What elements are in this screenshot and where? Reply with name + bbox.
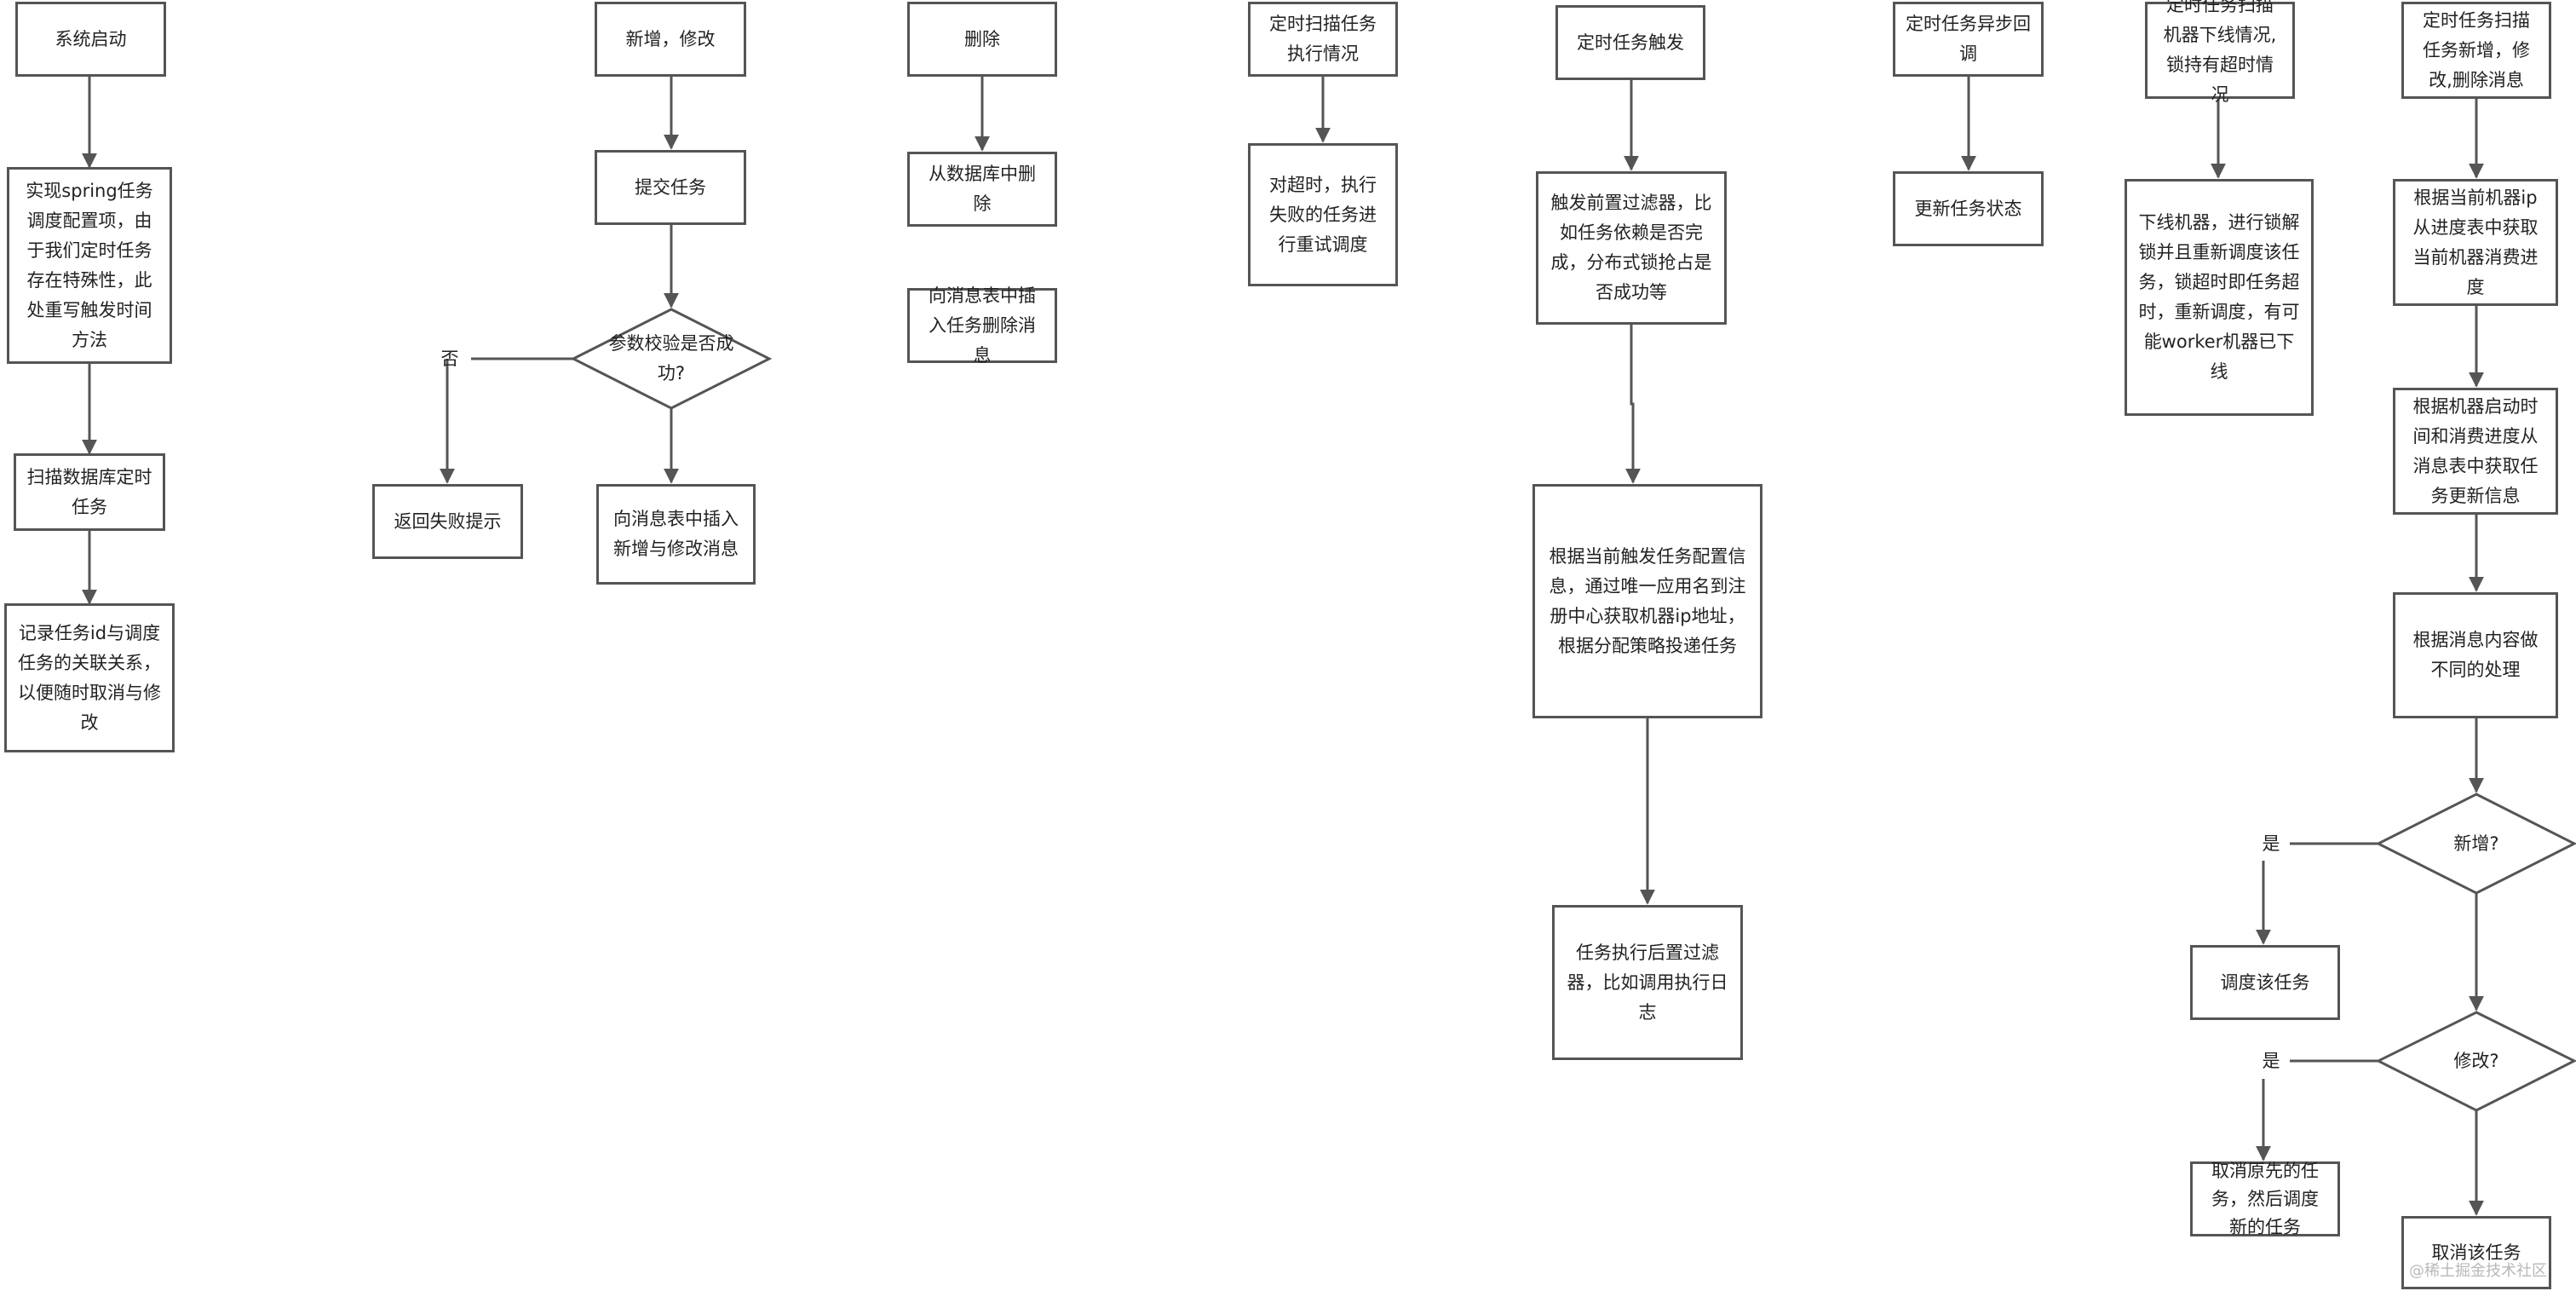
node-insert-add-modify-message: 向消息表中插入新增与修改消息: [596, 484, 756, 585]
node-return-failure: 返回失败提示: [372, 484, 523, 559]
node-label: 根据当前机器ip从进度表中获取当前机器消费进度: [2412, 187, 2539, 297]
branch-label-no: 否: [440, 349, 459, 369]
node-label: 触发前置过滤器，比如任务依赖是否完成，分布式锁抢占是否成功等: [1550, 193, 1712, 303]
node-label: 向消息表中插入任务删除消息: [929, 285, 1036, 366]
node-label: 对超时，执行失败的任务进行重试调度: [1269, 174, 1377, 255]
node-update-status: 更新任务状态: [1893, 171, 2044, 246]
node-label: 取消原先的任务，然后调度新的任务: [2211, 1160, 2319, 1237]
node-label: 扫描数据库定时任务: [26, 466, 152, 517]
node-cancel-task: 取消该任务: [2401, 1216, 2551, 1289]
node-implement-spring-scheduler: 实现spring任务调度配置项，由于我们定时任务存在特殊性，此处重写触发时间方法: [7, 167, 172, 364]
connector-arrow: [1625, 325, 1641, 484]
decision-label: 修改?: [2453, 1050, 2499, 1071]
node-label: 根据当前触发任务配置信息，通过唯一应用名到注册中心获取机器ip地址，根据分配策略…: [1549, 545, 1746, 656]
node-label: 任务执行后置过滤器，比如调用执行日志: [1567, 942, 1728, 1023]
node-delete-from-db: 从数据库中删除: [907, 152, 1057, 227]
node-dispatch-task: 根据当前触发任务配置信息，通过唯一应用名到注册中心获取机器ip地址，根据分配策略…: [1532, 484, 1762, 718]
node-get-progress: 根据当前机器ip从进度表中获取当前机器消费进度: [2393, 179, 2558, 306]
decision-is-modify: 修改?: [2417, 1044, 2536, 1078]
node-cancel-and-reschedule: 取消原先的任务，然后调度新的任务: [2190, 1161, 2340, 1237]
node-label: 定时任务异步回调: [1906, 14, 2031, 64]
node-scan-messages: 定时任务扫描任务新增，修改,删除消息: [2401, 2, 2551, 99]
node-fetch-updates: 根据机器启动时间和消费进度从消息表中获取任务更新信息: [2393, 388, 2558, 515]
watermark: @稀土掘金技术社区: [2409, 1262, 2547, 1280]
node-label: 向消息表中插入新增与修改消息: [613, 509, 739, 559]
node-scan-offline-machines: 定时任务扫描机器下线情况,锁持有超时情况: [2145, 0, 2295, 105]
decision-label: 参数校验是否成功?: [608, 333, 734, 383]
node-insert-delete-message: 向消息表中插入任务删除消息: [907, 285, 1057, 366]
node-add-modify: 新增，修改: [595, 2, 746, 77]
node-post-filter: 任务执行后置过滤器，比如调用执行日志: [1552, 905, 1743, 1060]
node-task-trigger: 定时任务触发: [1555, 5, 1705, 80]
node-offline-reschedule: 下线机器，进行锁解锁并且重新调度该任务，锁超时即任务超时，重新调度，有可能wor…: [2125, 179, 2314, 416]
node-label: 从数据库中删除: [929, 164, 1036, 214]
branch-label-yes: 是: [2262, 1051, 2280, 1071]
node-system-start: 系统启动: [15, 2, 166, 77]
node-record-task-relation: 记录任务id与调度任务的关联关系，以便随时取消与修改: [4, 603, 175, 752]
node-label: 系统启动: [55, 28, 127, 49]
decision-label: 新增?: [2453, 833, 2499, 854]
node-scan-execution: 定时扫描任务执行情况: [1248, 2, 1398, 77]
node-label: 调度该任务: [2220, 971, 2310, 993]
node-async-callback: 定时任务异步回调: [1893, 2, 2044, 77]
node-label: 根据机器启动时间和消费进度从消息表中获取任务更新信息: [2412, 395, 2539, 506]
node-label: 下线机器，进行锁解锁并且重新调度该任务，锁超时即任务超时，重新调度，有可能wor…: [2138, 212, 2300, 382]
node-label: 更新任务状态: [1914, 198, 2022, 219]
node-label: 取消该任务: [2431, 1242, 2521, 1263]
decision-is-add: 新增?: [2417, 827, 2536, 861]
node-submit-task: 提交任务: [595, 150, 746, 225]
node-label: 定时任务触发: [1577, 32, 1684, 53]
node-label: 定时扫描任务执行情况: [1269, 14, 1377, 64]
node-scan-db-tasks: 扫描数据库定时任务: [14, 453, 165, 531]
node-label: 实现spring任务调度配置项，由于我们定时任务存在特殊性，此处重写触发时间方法: [26, 180, 153, 350]
node-retry-failed-tasks: 对超时，执行失败的任务进行重试调度: [1248, 143, 1398, 286]
node-label: 记录任务id与调度任务的关联关系，以便随时取消与修改: [18, 622, 161, 733]
node-label: 新增，修改: [625, 28, 716, 49]
node-delete: 删除: [907, 2, 1057, 77]
decision-param-check: 参数校验是否成功?: [599, 325, 744, 393]
node-handle-message: 根据消息内容做不同的处理: [2393, 592, 2558, 718]
node-label: 返回失败提示: [394, 510, 502, 532]
node-label: 提交任务: [635, 176, 706, 198]
node-schedule-task: 调度该任务: [2190, 945, 2340, 1020]
node-label: 根据消息内容做不同的处理: [2412, 630, 2539, 680]
node-label: 删除: [964, 28, 1000, 49]
branch-label-yes: 是: [2262, 833, 2280, 854]
node-label: 定时任务扫描机器下线情况,锁持有超时情况: [2163, 0, 2277, 105]
node-pre-filter: 触发前置过滤器，比如任务依赖是否完成，分布式锁抢占是否成功等: [1536, 171, 1727, 325]
node-label: 定时任务扫描任务新增，修改,删除消息: [2423, 9, 2530, 90]
